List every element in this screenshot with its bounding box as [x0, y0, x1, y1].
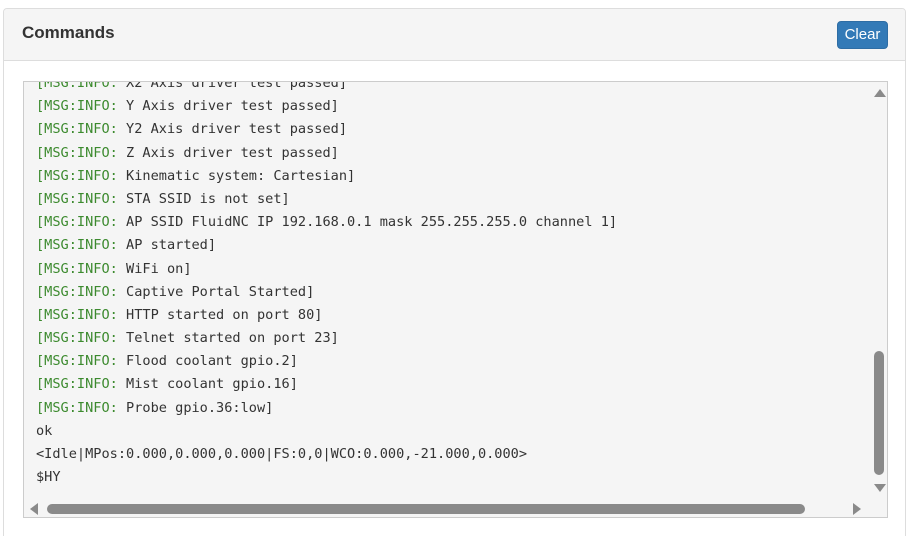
console-line: [MSG:INFO: Y Axis driver test passed] — [36, 95, 866, 118]
message-text: HTTP started on port 80] — [117, 306, 323, 323]
message-text: Captive Portal Started] — [117, 283, 315, 300]
console-line: [MSG:INFO: Z Axis driver test passed] — [36, 142, 866, 165]
message-tag: [MSG:INFO: — [36, 121, 118, 138]
console-line: $HY — [36, 466, 866, 489]
scroll-right-arrow-icon[interactable] — [853, 503, 861, 515]
message-text: X2 Axis driver test passed] — [117, 81, 347, 91]
console-line: [MSG:INFO: STA SSID is not set] — [36, 188, 866, 211]
clear-button[interactable]: Clear — [837, 21, 888, 49]
message-text: WiFi on] — [117, 260, 192, 277]
scroll-down-arrow-icon[interactable] — [874, 484, 886, 492]
console-line: [MSG:INFO: Flood coolant gpio.2] — [36, 350, 866, 373]
vertical-scrollbar[interactable] — [870, 82, 887, 502]
commands-panel: Commands Clear [MSG:INFO: X2 Axis driver… — [3, 8, 906, 536]
message-text: Telnet started on port 23] — [117, 330, 339, 347]
message-tag: [MSG:INFO: — [36, 330, 118, 347]
message-tag: [MSG:INFO: — [36, 283, 118, 300]
message-text: ok — [36, 422, 53, 439]
console-line: ok — [36, 420, 866, 443]
message-text: Y Axis driver test passed] — [117, 98, 339, 115]
console-line: <Idle|MPos:0.000,0.000,0.000|FS:0,0|WCO:… — [36, 443, 866, 466]
message-text: Probe gpio.36:low] — [117, 399, 274, 416]
message-text: $HY — [36, 469, 61, 486]
message-tag: [MSG:INFO: — [36, 98, 118, 115]
message-tag: [MSG:INFO: — [36, 306, 118, 323]
console-line: [MSG:INFO: AP SSID FluidNC IP 192.168.0.… — [36, 211, 866, 234]
message-text: <Idle|MPos:0.000,0.000,0.000|FS:0,0|WCO:… — [36, 446, 528, 462]
message-text: AP SSID FluidNC IP 192.168.0.1 mask 255.… — [117, 214, 618, 231]
message-tag: [MSG:INFO: — [36, 144, 118, 161]
vertical-scroll-thumb[interactable] — [874, 351, 884, 475]
message-tag: [MSG:INFO: — [36, 237, 118, 254]
message-text: Flood coolant gpio.2] — [117, 353, 298, 370]
console-line: [MSG:INFO: AP started] — [36, 234, 866, 257]
message-tag: [MSG:INFO: — [36, 399, 118, 416]
command-output-console[interactable]: [MSG:INFO: X2 Axis driver test passed][M… — [23, 81, 888, 518]
console-log: [MSG:INFO: X2 Axis driver test passed][M… — [36, 81, 866, 489]
console-line: [MSG:INFO: Y2 Axis driver test passed] — [36, 118, 866, 141]
message-tag: [MSG:INFO: — [36, 214, 118, 231]
message-text: AP started] — [117, 237, 217, 254]
scroll-up-arrow-icon[interactable] — [874, 89, 886, 97]
panel-title: Commands — [22, 23, 115, 42]
horizontal-scrollbar[interactable] — [24, 500, 870, 517]
message-text: Kinematic system: Cartesian] — [117, 167, 356, 184]
scrollbar-corner — [870, 500, 887, 517]
console-line: [MSG:INFO: Telnet started on port 23] — [36, 327, 866, 350]
console-line: [MSG:INFO: Kinematic system: Cartesian] — [36, 165, 866, 188]
message-text: Z Axis driver test passed] — [117, 144, 339, 161]
message-text: Mist coolant gpio.16] — [117, 376, 298, 393]
horizontal-scroll-thumb[interactable] — [47, 504, 805, 514]
message-tag: [MSG:INFO: — [36, 353, 118, 370]
message-tag: [MSG:INFO: — [36, 260, 118, 277]
message-tag: [MSG:INFO: — [36, 376, 118, 393]
message-tag: [MSG:INFO: — [36, 190, 118, 207]
scroll-left-arrow-icon[interactable] — [30, 503, 38, 515]
message-text: Y2 Axis driver test passed] — [117, 121, 347, 138]
console-line: [MSG:INFO: WiFi on] — [36, 258, 866, 281]
console-line: [MSG:INFO: Captive Portal Started] — [36, 281, 866, 304]
message-text: STA SSID is not set] — [117, 190, 290, 207]
message-tag: [MSG:INFO: — [36, 167, 118, 184]
console-line: [MSG:INFO: Probe gpio.36:low] — [36, 397, 866, 420]
message-tag: [MSG:INFO: — [36, 81, 118, 91]
console-line: [MSG:INFO: Mist coolant gpio.16] — [36, 373, 866, 396]
console-line: [MSG:INFO: X2 Axis driver test passed] — [36, 81, 866, 95]
panel-heading: Commands Clear — [4, 9, 905, 61]
console-line: [MSG:INFO: HTTP started on port 80] — [36, 304, 866, 327]
